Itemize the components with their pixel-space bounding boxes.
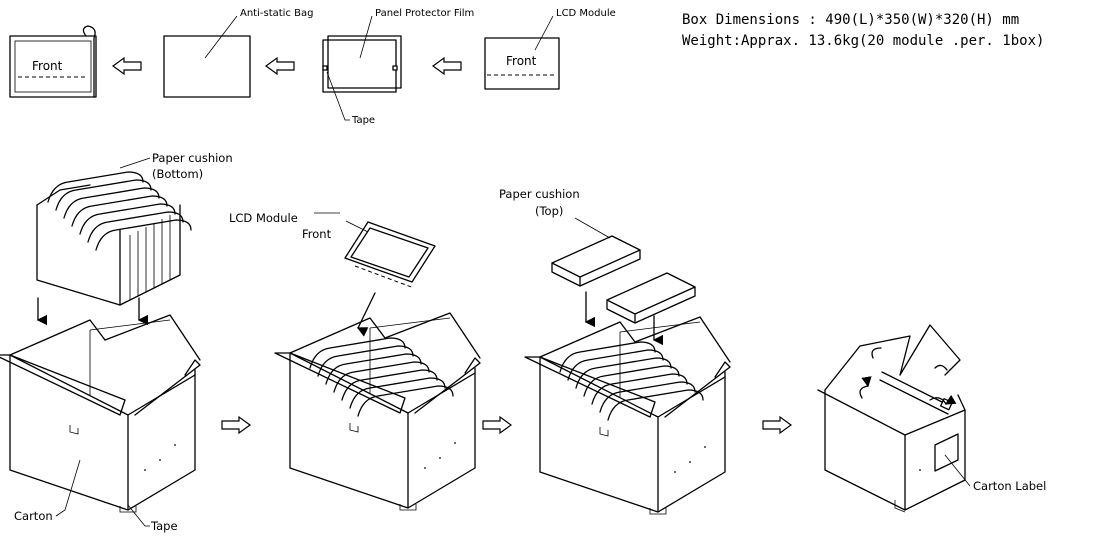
lcd-module-front-label-2: Front [302,227,332,241]
closed-carton-figure [817,324,971,513]
open-carton-2 [274,312,481,511]
lcd-module-figure [484,15,560,90]
paper-cushion-bottom-figure [36,157,192,306]
anti-static-bag-figure [163,15,251,98]
carton-label-text: Carton [14,509,53,523]
box-dimensions-text: Box Dimensions : 490(L)*350(W)*320(H) mm [682,12,1019,28]
panel-protector-film-label: Panel Protector Film [375,8,474,19]
panel-protector-film-figure [322,15,402,121]
paper-cushion-top-figure [551,217,696,324]
paper-cushion-top-label-1: Paper cushion [499,187,580,201]
carton-label-label: Carton Label [973,479,1046,493]
paper-cushion-bottom-label-2: (Bottom) [152,167,203,181]
arrow-left-1 [112,57,142,75]
arrow-left-2 [265,57,295,75]
paper-cushion-bottom-label-1: Paper cushion [152,151,233,165]
lcd-module-front-label-1: LCD Module [229,211,298,225]
front-text-2: Front [506,54,537,68]
open-carton-3 [524,316,731,515]
anti-static-bag-label: Anti-static Bag [240,8,313,19]
bagged-module-figure [9,25,97,98]
arrow-left-3 [432,57,462,75]
front-text-1: Front [32,59,63,73]
arrow-right-3 [762,416,792,434]
weight-text: Weight:Apprax. 13.6kg(20 module .per. 1b… [682,33,1044,49]
lcd-module-insert-figure [344,220,436,289]
tape-label-2: Tape [150,519,178,533]
open-carton-1 [0,314,201,513]
tape-label-1: Tape [351,115,375,126]
arrow-right-2 [482,416,512,434]
carton-leader [55,459,81,517]
lcd-module-label: LCD Module [556,8,616,19]
arrow-right-1 [221,416,251,434]
paper-cushion-top-label-2: (Top) [535,204,563,218]
tape-leader-2 [127,504,150,527]
